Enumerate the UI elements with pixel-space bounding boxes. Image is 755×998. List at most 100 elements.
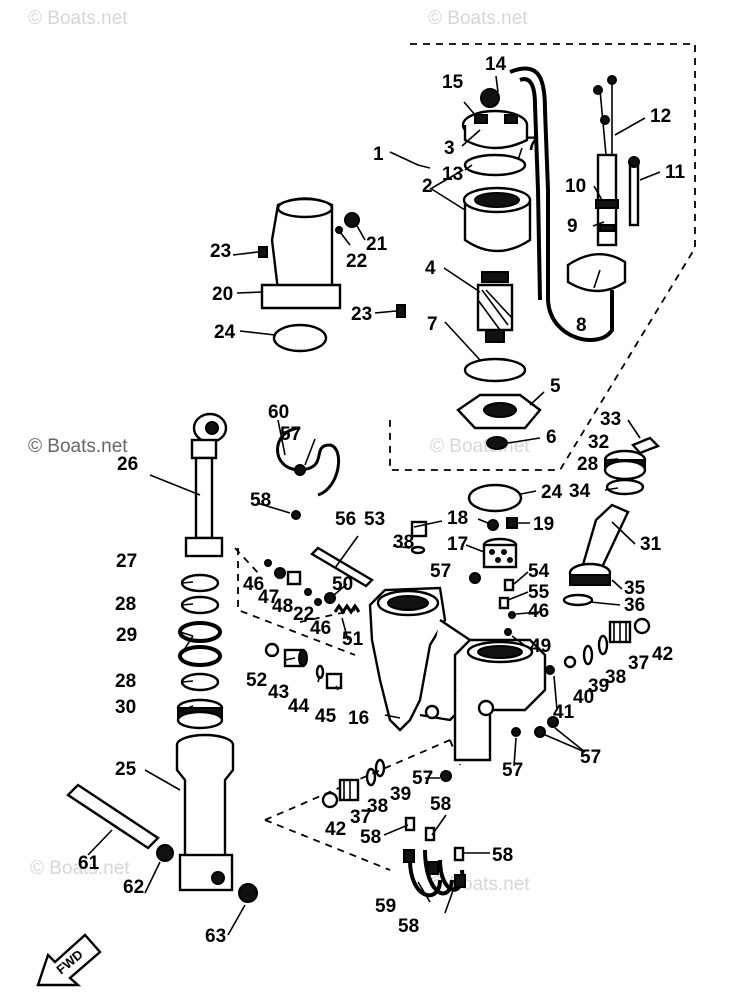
piston-30 (176, 698, 224, 730)
callout-4: 4 (425, 258, 436, 279)
part-43 (283, 648, 308, 668)
callout-19: 19 (533, 514, 554, 535)
callout-24b: 24 (541, 482, 563, 503)
callout-61: 60 (268, 402, 289, 423)
callout-numbers: 1 2 3 4 5 6 7 7 8 9 10 11 12 13 14 15 16… (78, 54, 686, 947)
watermark-mid-left: © Boats.net (28, 436, 128, 457)
motor-housing (462, 186, 532, 253)
motor-group-outline (389, 43, 696, 471)
callout-39a: 39 (588, 676, 609, 697)
callout-58a: 57 (280, 424, 301, 445)
callout-50: 50 (332, 574, 353, 595)
screw-19 (506, 517, 518, 529)
part-37r (608, 620, 632, 644)
callout-6: 6 (546, 427, 557, 448)
callout-40: 40 (573, 687, 594, 708)
callout-13: 13 (442, 164, 463, 185)
callout-1: 1 (373, 144, 384, 165)
callout-45: 45 (315, 706, 337, 727)
callout-42b: 42 (325, 819, 346, 840)
callout-46b: 46 (310, 618, 331, 639)
callout-44: 44 (288, 696, 310, 717)
callout-62: 61 (78, 853, 100, 874)
reservoir-cover (260, 197, 342, 310)
part-45 (325, 672, 343, 690)
callout-32: 32 (588, 432, 609, 453)
screw-23b (396, 304, 406, 318)
callout-30: 30 (115, 697, 136, 718)
fitting-58b (291, 510, 301, 520)
callout-10: 10 (565, 176, 586, 197)
callout-55: 55 (528, 582, 550, 603)
armature (476, 271, 514, 343)
callout-35: 35 (624, 578, 646, 599)
bushing-63b (238, 883, 258, 903)
leader-lines (87, 75, 661, 936)
callout-33: 33 (600, 409, 621, 430)
callout-18: 18 (447, 508, 468, 529)
o-ring-13 (463, 153, 527, 177)
callout-26: 26 (117, 454, 138, 475)
part-49 (504, 628, 512, 636)
callout-46a: 46 (243, 574, 264, 595)
part-46a (264, 559, 272, 567)
ring-29a (178, 621, 222, 643)
callout-34: 34 (569, 481, 591, 502)
fitting-58a (294, 464, 306, 476)
watermark-mid-right: © Boats.net (430, 436, 530, 457)
callout-60: 59 (375, 896, 396, 917)
part-38r (597, 634, 609, 656)
callout-54: 54 (528, 561, 550, 582)
callout-12: 12 (650, 106, 671, 127)
callout-20: 20 (212, 284, 233, 305)
callout-57a: 57 (430, 561, 451, 582)
tilt-cylinder (175, 733, 235, 892)
part-18 (487, 519, 499, 531)
motor-brush-holder (461, 88, 529, 150)
o-ring-7 (463, 357, 527, 383)
callout-3: 3 (444, 138, 455, 159)
ring-29b (178, 645, 222, 667)
part-39l (374, 758, 386, 778)
cap-32 (603, 449, 647, 481)
hose-61 (276, 426, 340, 497)
callout-27: 27 (116, 551, 137, 572)
callout-36: 36 (624, 595, 645, 616)
callout-37a: 37 (628, 653, 649, 674)
callout-42a: 42 (652, 644, 673, 665)
rod-56 (310, 546, 374, 588)
motor-end-cap (456, 393, 542, 430)
pump-17 (482, 537, 518, 569)
part-54 (503, 578, 515, 592)
part-57d (511, 727, 521, 737)
callout-57c: 57 (502, 760, 523, 781)
callout-58e: 58 (492, 845, 513, 866)
motor-cable-inner (519, 77, 542, 301)
callout-28b: 28 (115, 671, 136, 692)
part-22b (304, 588, 312, 596)
callout-38c: 38 (367, 796, 388, 817)
watermark-top-left: © Boats.net (28, 8, 128, 29)
callout-7b: 7 (427, 314, 438, 335)
part-39 (582, 644, 594, 666)
ring-34 (605, 478, 645, 496)
plug-21 (344, 212, 360, 228)
callout-57b: 57 (580, 747, 601, 768)
part-55 (498, 596, 510, 610)
callout-38a: 38 (393, 532, 414, 553)
callout-24a: 24 (214, 322, 236, 343)
callout-21: 21 (366, 234, 388, 255)
watermark-top-right: © Boats.net (428, 8, 528, 29)
callout-17: 17 (447, 534, 468, 555)
fwd-arrow: FWD (36, 933, 102, 987)
callout-37b: 37 (350, 807, 371, 828)
callout-47: 47 (258, 587, 279, 608)
callout-23a: 23 (210, 241, 231, 262)
callout-15: 15 (442, 72, 464, 93)
part-57a (469, 572, 481, 584)
callout-52: 52 (246, 670, 267, 691)
callout-58c: 58 (360, 827, 381, 848)
callout-41: 41 (553, 702, 575, 723)
seal-6 (486, 436, 508, 450)
ring-36 (562, 593, 594, 607)
